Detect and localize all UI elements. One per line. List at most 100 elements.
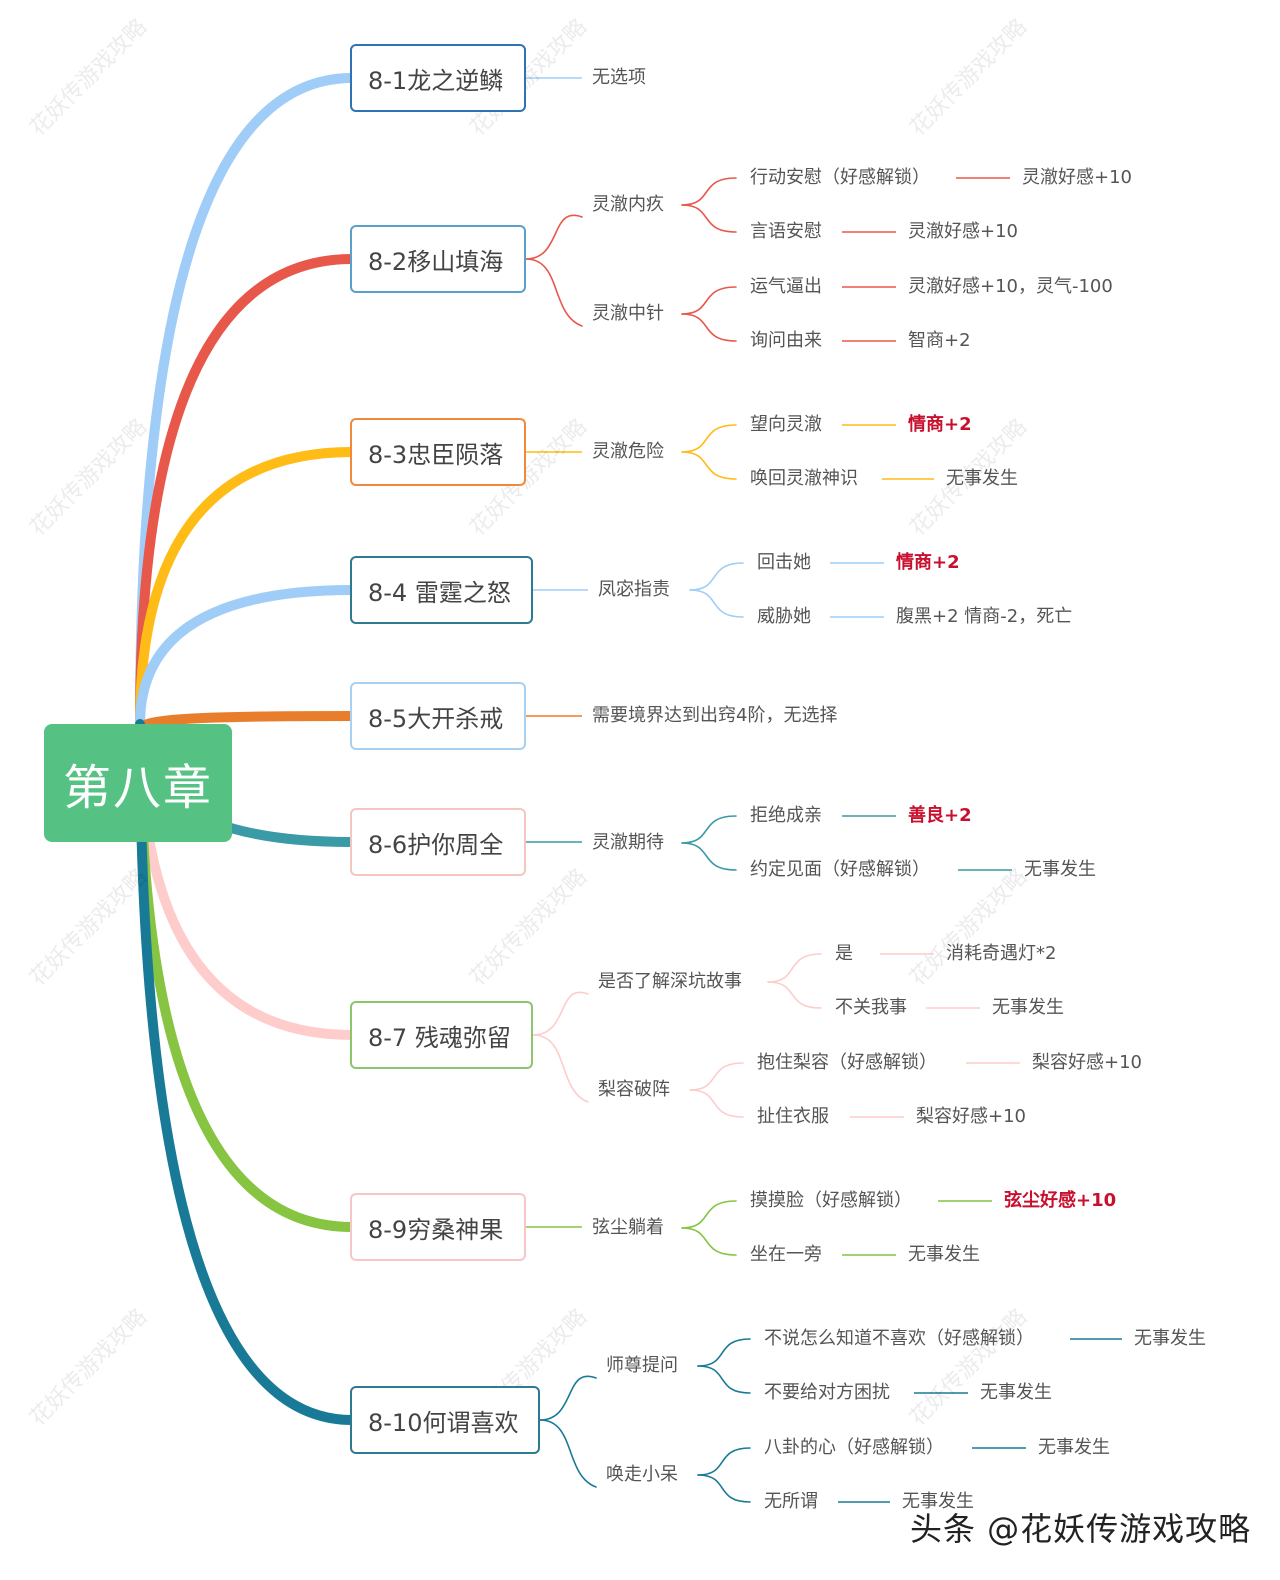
section-label: 8-10何谓喜欢 xyxy=(368,1408,519,1437)
sub-branch-line xyxy=(689,1089,744,1118)
sub-branch-line xyxy=(681,313,737,342)
choice-label: 行动安慰（好感解锁） xyxy=(750,167,930,188)
result-label: 灵澈好感+10，灵气-100 xyxy=(908,276,1113,297)
option-label: 梨容破阵 xyxy=(598,1079,670,1100)
choice-label: 望向灵澈 xyxy=(750,414,822,435)
sub-branch-line xyxy=(697,1474,751,1503)
choice-label: 威胁她 xyxy=(757,606,811,627)
root-branch-s10 xyxy=(135,719,357,1425)
result-label: 腹黑+2 情商-2，死亡 xyxy=(896,606,1073,627)
sub-branch-line xyxy=(681,1200,737,1229)
sub-branch-line xyxy=(681,177,737,206)
option-label: 灵澈中针 xyxy=(592,303,664,324)
credit-watermark: 头条 @花妖传游戏攻略 xyxy=(910,1510,1252,1548)
result-label: 无事发生 xyxy=(1134,1328,1206,1349)
root-branch-s2 xyxy=(135,254,357,729)
choice-label: 运气逼出 xyxy=(750,276,822,297)
result-label: 消耗奇遇灯*2 xyxy=(946,943,1057,964)
section-node-s1: 8-1龙之逆鳞 xyxy=(350,44,526,112)
sub-branch-line xyxy=(697,1447,751,1476)
result-label: 梨容好感+10 xyxy=(916,1106,1026,1127)
sub-branch-line xyxy=(697,1365,751,1394)
choice-label: 回击她 xyxy=(757,552,811,573)
sub-branch-line xyxy=(767,981,822,1009)
result-highlight: 情商+2 xyxy=(896,552,960,573)
choice-label: 唤回灵澈神识 xyxy=(750,468,858,489)
section-node-s2: 8-2移山填海 xyxy=(350,225,526,293)
choice-label: 言语安慰 xyxy=(750,221,822,242)
choice-label: 约定见面（好感解锁） xyxy=(750,859,930,880)
choice-label: 是 xyxy=(835,943,853,964)
sub-branch-line xyxy=(767,953,822,983)
choice-label: 无所谓 xyxy=(764,1491,818,1512)
section-label: 8-4 雷霆之怒 xyxy=(368,578,511,607)
sub-branch-line xyxy=(697,1338,751,1367)
option-label: 无选项 xyxy=(592,67,646,88)
branch-line xyxy=(525,214,583,260)
branch-line xyxy=(532,1034,589,1103)
branch-line xyxy=(532,991,589,1036)
result-highlight: 情商+2 xyxy=(908,414,972,435)
branch-line xyxy=(539,1419,597,1488)
result-highlight: 善良+2 xyxy=(908,805,972,826)
root-branch-s4 xyxy=(135,585,357,729)
section-label: 8-1龙之逆鳞 xyxy=(368,66,504,95)
option-label: 是否了解深坑故事 xyxy=(598,971,742,992)
sub-branch-line xyxy=(681,842,737,871)
root-branch-s3 xyxy=(135,447,357,729)
result-label: 无事发生 xyxy=(1038,1437,1110,1458)
section-node-s6: 8-6护你周全 xyxy=(350,808,526,876)
sub-branch-line xyxy=(681,815,737,844)
result-label: 灵澈好感+10 xyxy=(1022,167,1132,188)
option-label: 需要境界达到出窍4阶，无选择 xyxy=(592,705,838,726)
choice-label: 询问由来 xyxy=(750,330,822,351)
section-node-s3: 8-3忠臣陨落 xyxy=(350,418,526,486)
result-label: 无事发生 xyxy=(980,1382,1052,1403)
choice-label: 不关我事 xyxy=(835,997,907,1018)
result-label: 无事发生 xyxy=(908,1244,980,1265)
option-label: 弦尘躺着 xyxy=(592,1217,664,1238)
sub-branch-line xyxy=(681,451,737,480)
root-node-label: 第八章 xyxy=(62,760,213,816)
option-label: 灵澈内疚 xyxy=(592,194,664,215)
result-label: 灵澈好感+10 xyxy=(908,221,1018,242)
sub-branch-line xyxy=(689,589,744,618)
choice-label: 八卦的心（好感解锁） xyxy=(764,1437,944,1458)
option-label: 唤走小呆 xyxy=(606,1464,678,1485)
sub-branch-line xyxy=(681,424,737,453)
option-label: 师尊提问 xyxy=(606,1355,678,1376)
result-label: 梨容好感+10 xyxy=(1032,1052,1142,1073)
choice-label: 扯住衣服 xyxy=(757,1106,829,1127)
section-label: 8-5大开杀戒 xyxy=(368,704,504,733)
branch-line xyxy=(539,1375,597,1421)
branch-line xyxy=(525,258,583,327)
section-node-s5: 8-5大开杀戒 xyxy=(350,682,526,750)
sub-branch-line xyxy=(689,562,744,591)
choice-label: 抱住梨容（好感解锁） xyxy=(757,1052,937,1073)
option-label: 灵澈危险 xyxy=(592,441,664,462)
result-highlight: 弦尘好感+10 xyxy=(1004,1190,1117,1211)
choice-label: 不说怎么知道不喜欢（好感解锁） xyxy=(764,1328,1034,1349)
section-label: 8-3忠臣陨落 xyxy=(368,440,504,469)
sub-branch-line xyxy=(681,286,737,315)
section-label: 8-6护你周全 xyxy=(368,830,504,859)
choice-label: 摸摸脸（好感解锁） xyxy=(750,1190,912,1211)
section-node-s9: 8-9穷桑神果 xyxy=(350,1193,526,1261)
sub-branch-line xyxy=(681,204,737,233)
root-branch-s1 xyxy=(135,73,357,729)
section-node-s10: 8-10何谓喜欢 xyxy=(350,1386,540,1454)
result-label: 无事发生 xyxy=(946,468,1018,489)
result-label: 无事发生 xyxy=(992,997,1064,1018)
choice-label: 坐在一旁 xyxy=(750,1244,822,1265)
choice-label: 拒绝成亲 xyxy=(750,805,822,826)
section-label: 8-2移山填海 xyxy=(368,247,504,276)
section-label: 8-9穷桑神果 xyxy=(368,1215,504,1244)
choice-label: 不要给对方困扰 xyxy=(764,1382,890,1403)
result-label: 无事发生 xyxy=(902,1491,974,1512)
option-label: 灵澈期待 xyxy=(592,832,664,853)
option-label: 凤宓指责 xyxy=(598,579,670,600)
section-node-s7: 8-7 残魂弥留 xyxy=(350,1001,533,1069)
result-label: 无事发生 xyxy=(1024,859,1096,880)
root-node-chapter-8: 第八章 xyxy=(44,724,232,842)
